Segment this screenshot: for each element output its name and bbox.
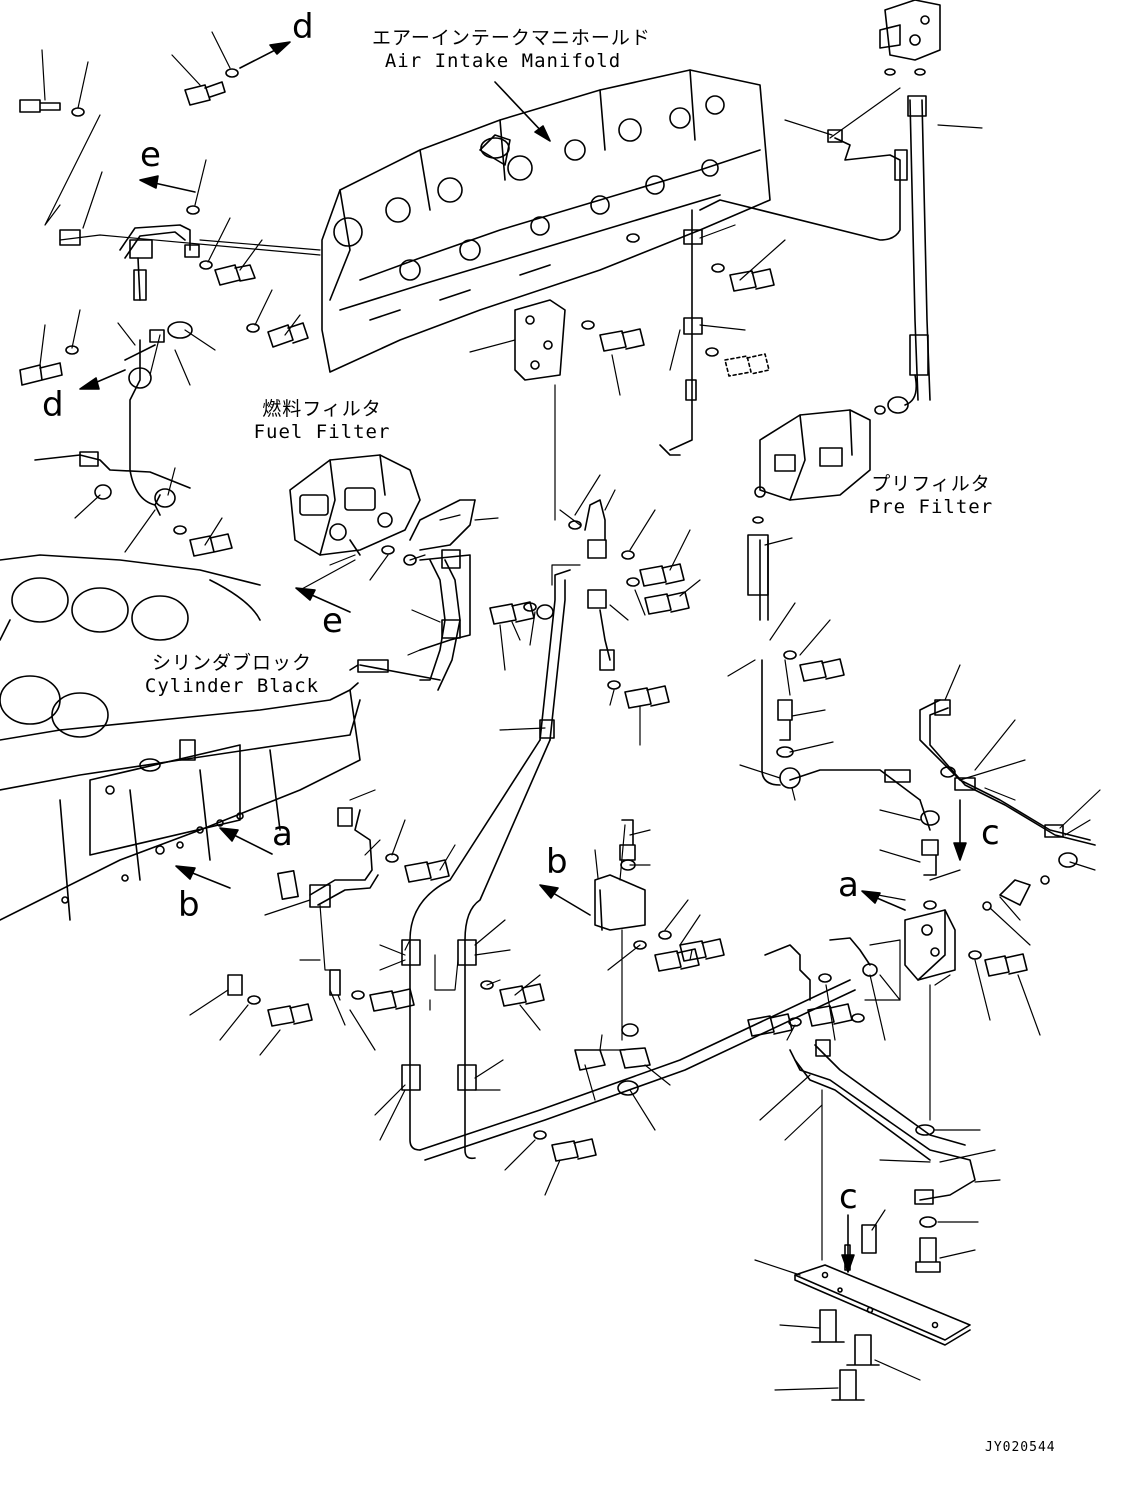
callout-e-top: e <box>140 135 161 175</box>
air-intake-manifold-drawing <box>321 69 771 373</box>
air-intake-manifold-label-en: Air Intake Manifold <box>384 50 622 72</box>
callout-arrows <box>79 41 967 1273</box>
cylinder-block-label-en: Cylinder Black <box>144 675 320 697</box>
fittings-lower-center <box>227 807 878 1162</box>
pre-filter-label-jp: プリフィルタ <box>871 473 991 495</box>
pipes <box>357 95 1096 1205</box>
bottom-plate <box>794 1124 971 1401</box>
pre-filter-label-en: Pre Filter <box>868 496 994 518</box>
fittings-fuel-filter <box>381 233 775 739</box>
air-intake-manifold-label-jp: エアーインテークマニホールド <box>372 27 651 49</box>
callout-b-left: b <box>178 885 200 925</box>
pre-filter-drawing <box>752 409 871 524</box>
fuel-filter-label-jp: 燃料フィルタ <box>262 398 382 420</box>
fittings-top-left <box>19 68 309 557</box>
cylinder-block-drawing <box>0 554 361 921</box>
callout-d-top: d <box>292 7 314 47</box>
cylinder-block-label-jp: シリンダブロック <box>151 652 312 674</box>
fuel-filter-label-en: Fuel Filter <box>253 421 391 443</box>
callout-c-bottom: c <box>839 1177 858 1217</box>
drawing-code: JY020544 <box>985 1440 1056 1455</box>
callout-a-left: a <box>272 814 293 854</box>
callout-a-right: a <box>838 865 859 905</box>
callout-b-mid: b <box>546 842 568 882</box>
fuel-filter-drawing <box>289 454 421 556</box>
callout-c-right: c <box>981 813 1000 853</box>
fittings-pre-filter <box>776 405 1078 981</box>
callout-d-left: d <box>42 385 64 425</box>
leader-lines <box>39 31 1101 1391</box>
callout-e-mid: e <box>322 601 343 641</box>
top-fitting-block <box>879 0 941 76</box>
